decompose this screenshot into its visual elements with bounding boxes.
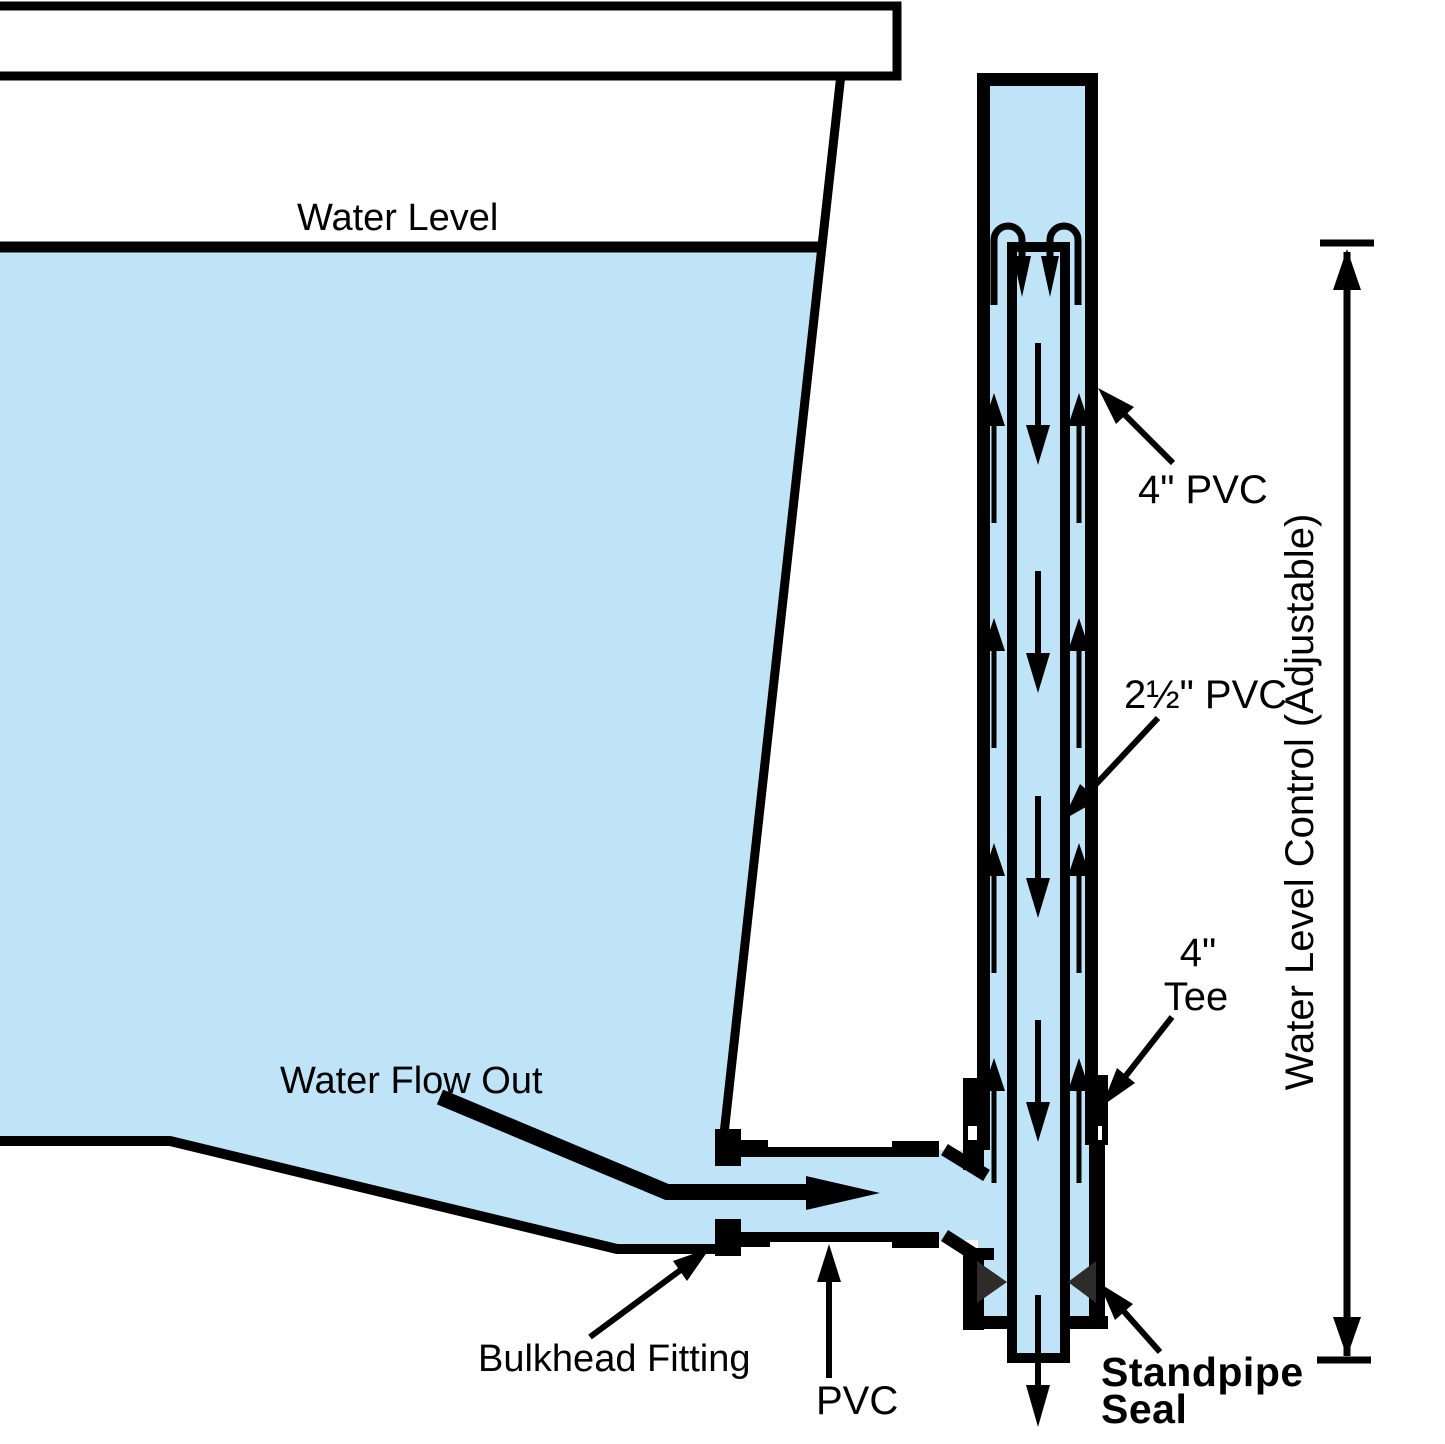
tee-left-joint-notch <box>968 1126 977 1140</box>
bulkhead-leader <box>588 1263 688 1340</box>
tank-rim <box>0 1 902 81</box>
label-tee: Tee <box>1164 975 1229 1019</box>
outer-pipe-right-wall <box>1085 73 1098 1145</box>
label-2half-pvc: 2½" PVC <box>1124 673 1287 717</box>
label-standpipe-seal-2: Seal <box>1101 1386 1187 1432</box>
pvc4-leader <box>1119 409 1176 466</box>
outlet-down-arrow <box>1026 1295 1050 1427</box>
label-tee-size: 4" <box>1180 931 1216 975</box>
inner-pipe-top-rim <box>1007 242 1070 252</box>
seal-left-wedge <box>977 1261 1007 1303</box>
annulus-up-arrows <box>983 393 1090 1183</box>
flow-out-arrow-head <box>806 1176 880 1210</box>
label-standpipe-seal-1: Standpipe <box>1101 1349 1304 1395</box>
tee-bottom-cap-right <box>1065 1316 1108 1329</box>
leader-arrows <box>588 388 1176 1378</box>
inner-down-arrows <box>1026 343 1050 1427</box>
label-pvc: PVC <box>816 1379 898 1423</box>
labels: Water Level 4" PVC 2½" PVC 4" Tee Water … <box>280 197 1322 1432</box>
pvc25-leader <box>1082 715 1161 799</box>
label-4in-pvc: 4" PVC <box>1138 468 1268 512</box>
pvc25-leader-head <box>1063 784 1098 820</box>
inner-pipe-right-wall <box>1060 242 1070 1363</box>
up-arrow <box>983 618 1005 748</box>
right-hook-arrow-head <box>1041 256 1059 297</box>
tee-leader-head <box>1102 1068 1135 1106</box>
outer-standpipe <box>977 73 1098 1150</box>
tank-bottom <box>0 1136 722 1254</box>
pipe-top-wall <box>741 1147 892 1157</box>
down-arrow <box>1026 1020 1050 1142</box>
label-water-level-control: Water Level Control (Adjustable) <box>1278 514 1322 1091</box>
water-fills <box>0 84 1092 1357</box>
tank-water <box>0 247 822 1252</box>
up-arrow <box>1068 843 1090 973</box>
down-arrow <box>1026 796 1050 918</box>
pvc-leader-head <box>817 1244 841 1282</box>
inner-pipe-left-wall <box>1007 242 1017 1363</box>
label-bulkhead-fitting: Bulkhead Fitting <box>478 1338 751 1380</box>
up-arrow <box>983 393 1005 523</box>
bulkhead-leader-head <box>673 1248 710 1281</box>
seal-leader <box>1117 1305 1163 1354</box>
flow-arrows <box>436 222 1090 1427</box>
left-hook-arrow <box>990 222 1026 305</box>
dimension-line <box>1317 239 1374 1364</box>
bulkhead-bottom-flange <box>715 1219 741 1256</box>
pipe-top-union <box>892 1141 939 1157</box>
seal-right-wedge <box>1068 1261 1096 1303</box>
label-water-flow-out: Water Flow Out <box>280 1060 543 1102</box>
tee-right-wall <box>1089 1143 1105 1328</box>
pipe-bottom-union <box>892 1232 939 1248</box>
up-arrow <box>1068 393 1090 523</box>
tee-bottom-cap-left <box>963 1316 1012 1329</box>
flow-out-arrow-shaft <box>436 1089 808 1200</box>
bulkhead-top-flange <box>715 1129 741 1166</box>
dimension-top-arrowhead <box>1333 249 1361 290</box>
label-water-level: Water Level <box>297 197 498 239</box>
outer-pipe-left-wall <box>977 73 990 1150</box>
tee-left-lower-step <box>963 1248 994 1260</box>
left-hook-arrow-head <box>1013 256 1031 297</box>
pipe-bottom-wall <box>741 1232 892 1242</box>
up-arrow <box>1068 618 1090 748</box>
up-arrow <box>983 1058 1005 1183</box>
tank-structure <box>0 1 902 1254</box>
standpipe-seal <box>977 1261 1096 1303</box>
down-arrow <box>1026 571 1050 693</box>
right-hook-arrow <box>1046 222 1082 305</box>
dimension-bottom-arrowhead <box>1333 1317 1361 1357</box>
up-arrow <box>1068 1058 1090 1183</box>
outer-pipe-top-cap <box>977 73 1098 86</box>
seal-leader-head <box>1099 1283 1133 1320</box>
pvc4-leader-head <box>1098 388 1134 424</box>
up-arrow <box>983 843 1005 973</box>
down-arrow <box>1026 343 1050 465</box>
